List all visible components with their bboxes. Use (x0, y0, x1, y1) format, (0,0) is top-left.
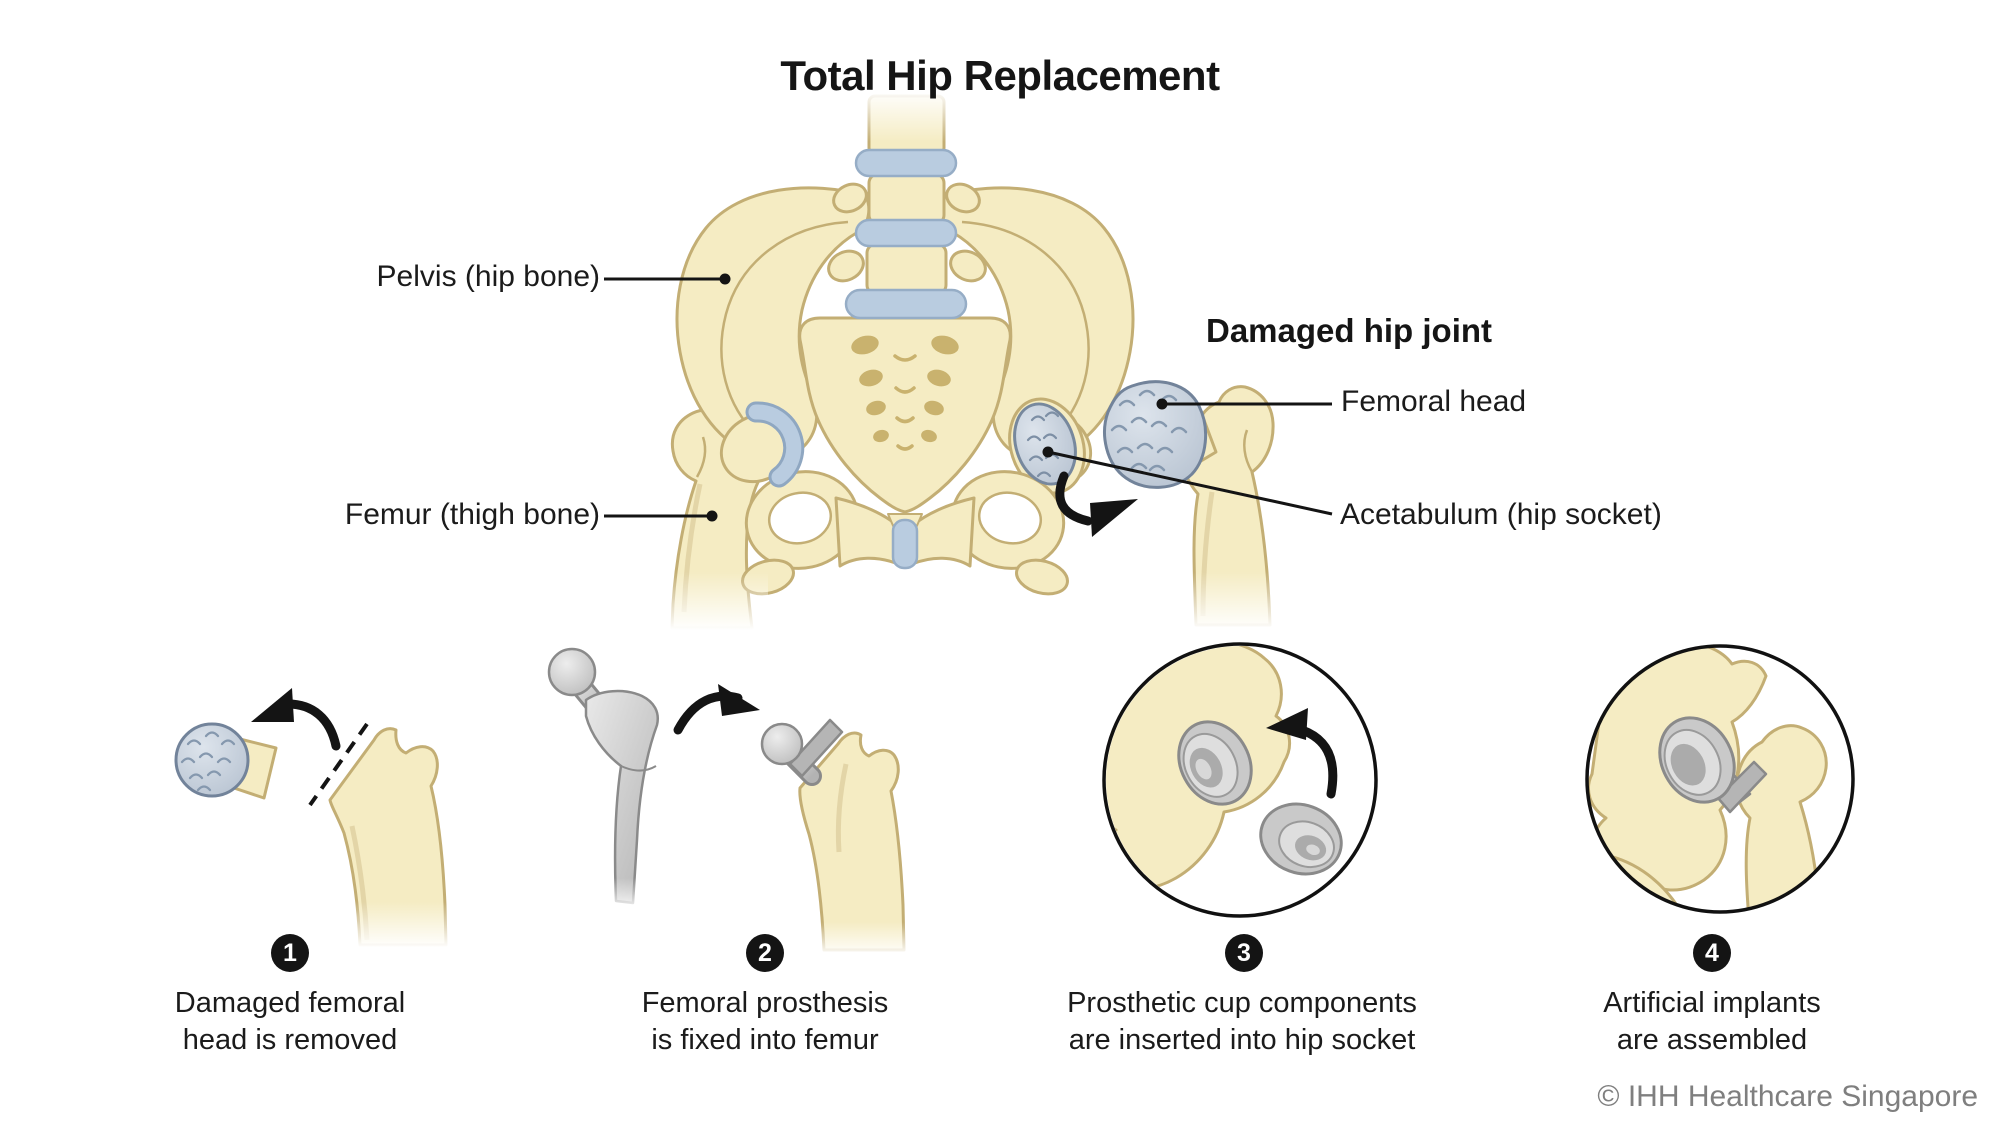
page-title: Total Hip Replacement (780, 52, 1220, 99)
removed-femoral-head (174, 722, 250, 798)
label-acetabulum: Acetabulum (hip socket) (1340, 498, 1662, 531)
damaged-femoral-head (1103, 380, 1208, 489)
step2-number-badge: 2 (746, 934, 784, 972)
label-damaged-hip-joint: Damaged hip joint (1206, 312, 1493, 349)
pubic-symphysis (891, 518, 919, 570)
sacral-foramina (851, 335, 959, 443)
step2-caption-line1: Femoral prosthesis (641, 987, 889, 1019)
removal-arrow-icon (251, 688, 341, 751)
label-pelvis: Pelvis (hip bone) (376, 260, 600, 293)
prosthetic-cup (1259, 802, 1343, 876)
label-femur: Femur (thigh bone) (344, 498, 600, 531)
step1-caption-line1: Damaged femoral (174, 987, 406, 1019)
hip-cartilage (745, 401, 805, 488)
step3-caption: Prosthetic cup components are inserted i… (982, 985, 1502, 1059)
step4-number-badge: 4 (1693, 934, 1731, 972)
step2-caption-line2: is fixed into femur (651, 1024, 879, 1056)
acetabulum-socket (1013, 402, 1077, 486)
insertion-arrow-icon (673, 684, 760, 735)
cut-line (308, 722, 369, 807)
step1-caption: Damaged femoral head is removed (30, 985, 550, 1059)
label-femoral-head: Femoral head (1341, 385, 1527, 418)
leader-lines (604, 273, 1333, 522)
dislocation-arrow-icon (1055, 471, 1138, 537)
pubis-ischium (741, 470, 1069, 596)
step4-caption-line1: Artificial implants (1603, 987, 1821, 1019)
step4-illustration (1585, 644, 1855, 914)
step4-caption-line2: are assembled (1616, 1024, 1808, 1056)
step1-illustration (174, 688, 452, 948)
step3-number-badge: 3 (1225, 934, 1263, 972)
step4-caption: Artificial implants are assembled (1452, 985, 1972, 1059)
cartilage-discs (844, 148, 968, 570)
step1-number-badge: 1 (271, 934, 309, 972)
step1-caption-line2: head is removed (182, 1024, 398, 1056)
step3-illustration (1102, 642, 1378, 918)
step3-caption-line2: are inserted into hip socket (1068, 1024, 1416, 1056)
step3-caption-line1: Prosthetic cup components (1067, 987, 1417, 1019)
copyright-notice: © IHH Healthcare Singapore (1597, 1080, 1978, 1113)
pelvis-anatomy (658, 90, 1284, 630)
step2-caption: Femoral prosthesis is fixed into femur (505, 985, 1025, 1059)
implanted-cup (1177, 720, 1253, 806)
cup-insertion-arrow-icon (1266, 708, 1338, 799)
femur-with-prosthesis (760, 718, 906, 952)
femoral-prosthesis (547, 647, 659, 905)
assembled-implant (1658, 716, 1768, 814)
step2-illustration (547, 647, 910, 956)
